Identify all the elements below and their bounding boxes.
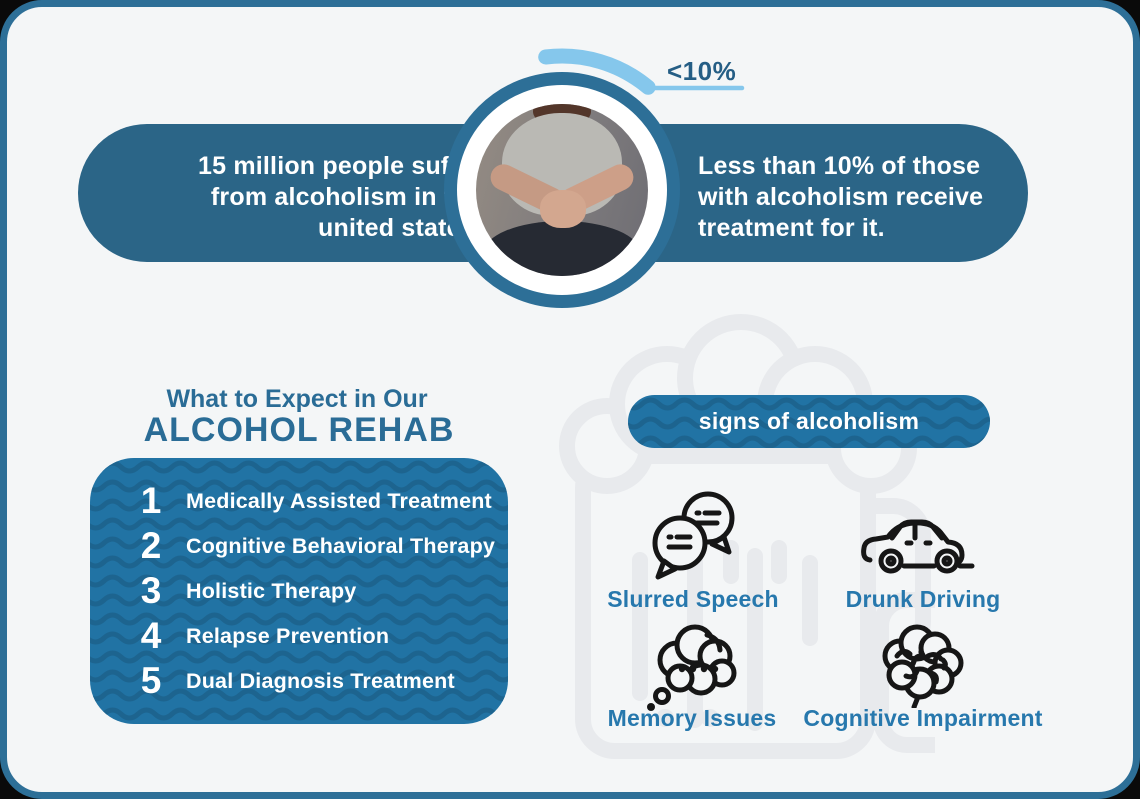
step-number: 1 [140, 480, 162, 521]
step-label: Dual Diagnosis Treatment [186, 668, 455, 693]
list-item: 1 Medically Assisted Treatment [134, 480, 508, 521]
signs-title: signs of alcoholism [698, 408, 920, 434]
sign-label-memory-issues: Memory Issues [607, 705, 777, 731]
rehab-steps-list: 1 Medically Assisted Treatment 2 Cogniti… [90, 458, 508, 724]
sign-label-drunk-driving: Drunk Driving [845, 586, 1001, 612]
list-item: 5 Dual Diagnosis Treatment [134, 660, 508, 701]
step-number: 4 [140, 615, 162, 656]
list-item: 3 Holistic Therapy [134, 570, 508, 611]
rehab-heading-line1: What to Expect in Our [166, 385, 428, 413]
stat-right-line3: treatment for it. [698, 214, 885, 242]
car-icon [861, 519, 975, 574]
list-item: 2 Cognitive Behavioral Therapy [134, 525, 508, 566]
wave-pattern-icon [90, 460, 508, 721]
person-photo [476, 104, 648, 276]
stat-left-line3: united states. [318, 214, 482, 242]
step-number: 3 [140, 570, 162, 611]
person-lap [482, 220, 642, 276]
stat-left-line1: 15 million people suffer [197, 152, 482, 180]
brain-icon [882, 624, 964, 708]
rehab-steps-box: 1 Medically Assisted Treatment 2 Cogniti… [90, 458, 508, 724]
stat-left-line2: from alcoholism in the [210, 183, 482, 211]
thought-cloud-icon [647, 624, 737, 711]
stat-right-line2: with alcoholism receive [698, 183, 984, 211]
signs-title-pill: signs of alcoholism [628, 395, 990, 448]
wave-pattern-icon [628, 397, 990, 448]
speech-bubbles-icon [652, 491, 735, 580]
rehab-heading-line2: ALCOHOL REHAB [143, 411, 455, 449]
stat-right-line1: Less than 10% of those [698, 152, 981, 180]
list-item: 4 Relapse Prevention [134, 615, 508, 656]
stat-right-text: Less than 10% of those with alcoholism r… [698, 151, 1018, 244]
sign-label-slurred-speech: Slurred Speech [607, 586, 779, 612]
step-number: 2 [140, 525, 162, 566]
stat-left-text: 15 million people suffer from alcoholism… [110, 151, 482, 244]
step-label: Medically Assisted Treatment [186, 488, 492, 513]
sign-label-cognitive-impairment: Cognitive Impairment [803, 705, 1043, 731]
gauge-arc-icon [538, 48, 745, 95]
step-label: Holistic Therapy [186, 578, 357, 603]
person-clasped-hands [539, 190, 587, 228]
ten-percent-callout: <10% [667, 56, 737, 86]
step-label: Relapse Prevention [186, 623, 390, 648]
step-label: Cognitive Behavioral Therapy [186, 533, 496, 558]
step-number: 5 [140, 660, 162, 701]
